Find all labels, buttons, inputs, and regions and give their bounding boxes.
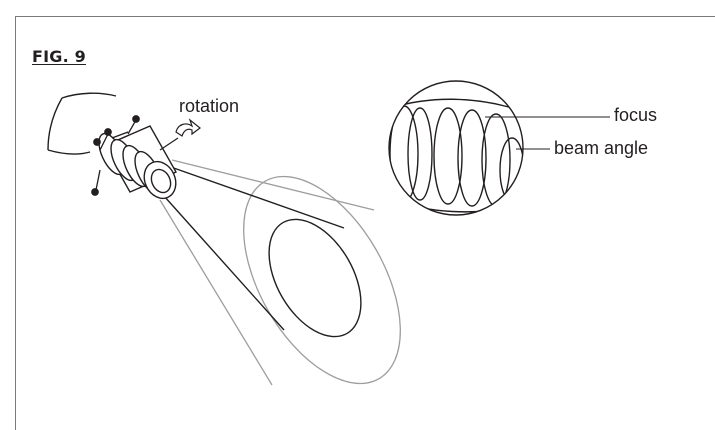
beam-inner-edge-bottom [163,195,285,331]
beam-edge-bottom [159,199,273,386]
detail-ring-2 [407,107,433,201]
lens-glass [150,168,172,194]
beam-inner-ellipse [268,218,362,338]
detail-circle-outline [388,80,524,216]
figure-title: FIG. 9 [32,47,86,66]
mounting-screws [91,115,140,196]
beam-inner-edge-top [167,165,345,229]
detail-barrel-top [389,98,523,119]
body-left-curve [47,97,63,151]
rotation-label: rotation [179,96,240,116]
screw-head-4 [91,188,99,196]
focus-label: focus [614,105,658,125]
beam-angle-label: beam angle [554,138,649,158]
beam-cone [159,159,401,386]
beam-inner [163,165,362,338]
detail-barrel-bottom [389,195,523,213]
screw-head-3 [132,115,140,123]
body-top-edge [61,92,117,99]
detail-ring-4 [457,109,487,207]
beam-edge-top [171,159,375,211]
detail-magnifier [388,80,524,216]
detail-ring-3 [433,107,463,205]
screw-head-2 [93,138,101,146]
lens-barrel [98,125,177,200]
rotation-arrow-icon [159,118,201,151]
figure-frame [15,16,715,430]
body-bottom-edge [47,149,91,155]
rotation-leader [159,137,179,151]
beam-outer-ellipse [243,175,401,385]
detail-lens-front [499,137,523,203]
fixture-body [47,92,117,155]
screw-head-1 [104,128,112,136]
callout-leaders [485,116,610,150]
